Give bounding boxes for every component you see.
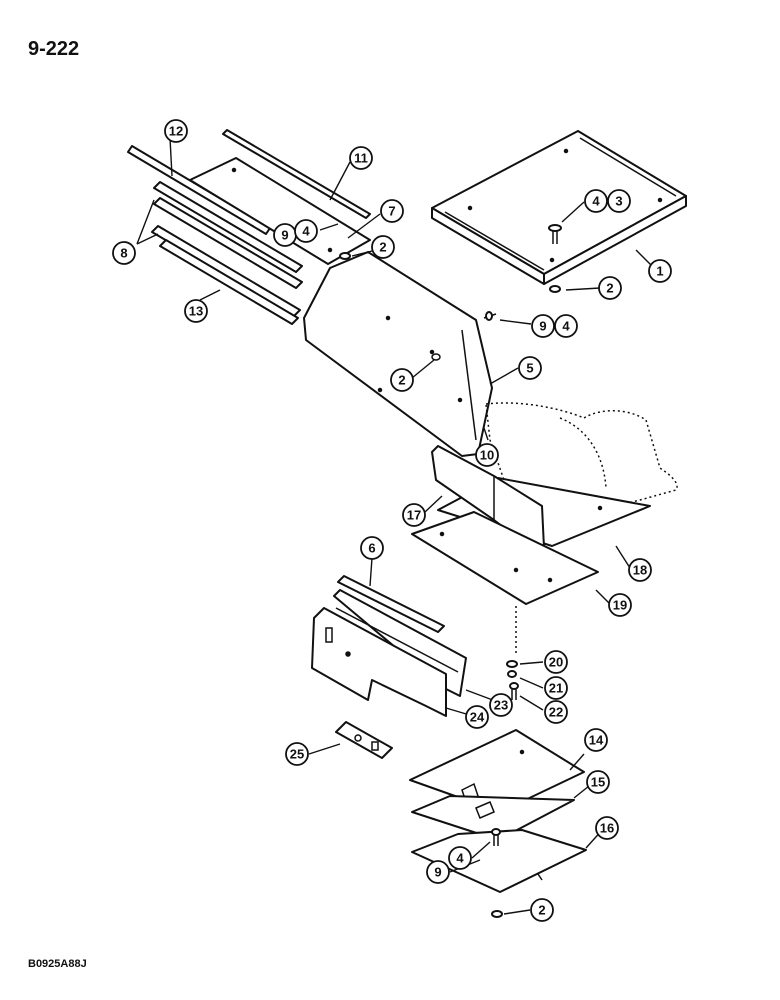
svg-text:12: 12 bbox=[169, 124, 183, 139]
svg-text:16: 16 bbox=[600, 821, 614, 836]
callout-14: 14 bbox=[584, 728, 608, 752]
svg-text:21: 21 bbox=[549, 681, 563, 696]
callout-7: 7 bbox=[380, 199, 404, 223]
svg-text:22: 22 bbox=[549, 705, 563, 720]
callout-9-mid: 9 bbox=[531, 314, 555, 338]
svg-text:11: 11 bbox=[354, 151, 368, 166]
callout-6: 6 bbox=[360, 536, 384, 560]
svg-text:4: 4 bbox=[562, 319, 570, 334]
callout-8: 8 bbox=[112, 241, 136, 265]
callout-18: 18 bbox=[628, 558, 652, 582]
svg-text:4: 4 bbox=[456, 851, 464, 866]
callout-11: 11 bbox=[349, 146, 373, 170]
svg-text:14: 14 bbox=[589, 733, 604, 748]
svg-text:1: 1 bbox=[656, 264, 663, 279]
svg-text:4: 4 bbox=[302, 224, 310, 239]
callout-9-bottom: 9 bbox=[426, 860, 450, 884]
callout-19: 19 bbox=[608, 593, 632, 617]
part-19-plate bbox=[411, 511, 599, 656]
callout-15: 15 bbox=[586, 770, 610, 794]
part-24-panel bbox=[311, 607, 447, 717]
svg-text:2: 2 bbox=[606, 281, 613, 296]
svg-text:18: 18 bbox=[633, 563, 647, 578]
callout-17: 17 bbox=[402, 503, 426, 527]
svg-text:3: 3 bbox=[615, 194, 622, 209]
svg-text:9: 9 bbox=[434, 865, 441, 880]
callout-10: 10 bbox=[475, 443, 499, 467]
callout-4-top: 4 bbox=[294, 219, 318, 243]
svg-text:4: 4 bbox=[592, 194, 600, 209]
svg-text:2: 2 bbox=[398, 373, 405, 388]
svg-text:5: 5 bbox=[526, 361, 533, 376]
callout-4-right: 4 bbox=[584, 189, 608, 213]
svg-text:19: 19 bbox=[613, 598, 627, 613]
svg-text:9: 9 bbox=[281, 228, 288, 243]
svg-text:20: 20 bbox=[549, 655, 563, 670]
part-15-plate bbox=[411, 795, 575, 841]
svg-text:23: 23 bbox=[494, 698, 508, 713]
part-1-floor-panel bbox=[431, 130, 687, 285]
svg-text:13: 13 bbox=[189, 304, 203, 319]
svg-text:6: 6 bbox=[368, 541, 375, 556]
callout-25: 25 bbox=[285, 742, 309, 766]
callout-2-mid: 2 bbox=[390, 368, 414, 392]
part-13-strip bbox=[159, 239, 299, 325]
svg-text:2: 2 bbox=[538, 903, 545, 918]
page-number: 9-222 bbox=[28, 38, 80, 60]
callout-4-mid: 4 bbox=[554, 314, 578, 338]
callout-16: 16 bbox=[595, 816, 619, 840]
callout-20: 20 bbox=[544, 650, 568, 674]
callout-2-bottom: 2 bbox=[530, 898, 554, 922]
part-8-strips bbox=[151, 181, 303, 317]
svg-text:2: 2 bbox=[379, 240, 386, 255]
part-5-side-panel bbox=[303, 251, 497, 457]
leader-lines bbox=[136, 137, 653, 915]
part-25-plate bbox=[335, 721, 393, 759]
svg-text:10: 10 bbox=[480, 448, 494, 463]
svg-text:15: 15 bbox=[591, 775, 605, 790]
callout-9-top: 9 bbox=[273, 223, 297, 247]
svg-text:8: 8 bbox=[120, 246, 127, 261]
svg-text:17: 17 bbox=[407, 508, 421, 523]
callout-1: 1 bbox=[648, 259, 672, 283]
svg-text:25: 25 bbox=[290, 747, 304, 762]
callout-12: 12 bbox=[164, 119, 188, 143]
callout-24: 24 bbox=[465, 705, 489, 729]
part-6-strip bbox=[337, 575, 445, 633]
callout-23: 23 bbox=[489, 693, 513, 717]
callout-13: 13 bbox=[184, 299, 208, 323]
callout-22: 22 bbox=[544, 700, 568, 724]
svg-text:24: 24 bbox=[470, 710, 485, 725]
figure-code: B0925A88J bbox=[28, 958, 87, 970]
callout-21: 21 bbox=[544, 676, 568, 700]
svg-text:7: 7 bbox=[388, 204, 395, 219]
part-16-plate bbox=[411, 828, 587, 893]
callout-3: 3 bbox=[607, 189, 631, 213]
callout-2-right: 2 bbox=[598, 276, 622, 300]
hardware-washers-bolt bbox=[506, 660, 519, 700]
callout-5: 5 bbox=[518, 356, 542, 380]
part-11-strip bbox=[222, 129, 371, 219]
svg-text:9: 9 bbox=[539, 319, 546, 334]
callout-4-bottom: 4 bbox=[448, 846, 472, 870]
callout-2-top: 2 bbox=[371, 235, 395, 259]
